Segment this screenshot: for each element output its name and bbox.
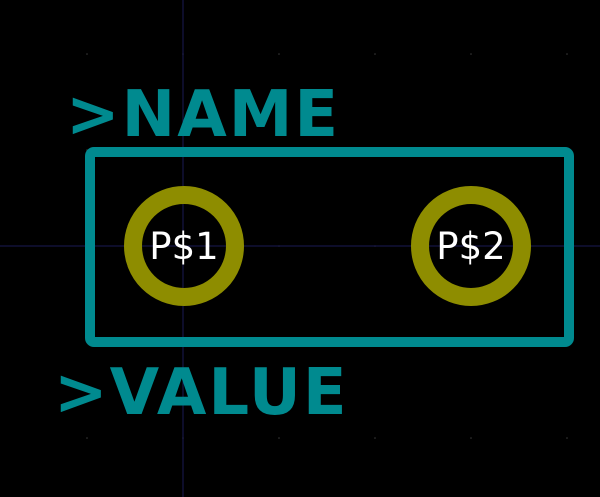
grid-dot [278, 437, 280, 439]
pad-1[interactable]: P$1 [124, 186, 244, 306]
grid-dot [374, 53, 376, 55]
footprint-outline[interactable] [85, 147, 574, 347]
grid-dot [374, 437, 376, 439]
pad-2-ring [411, 186, 531, 306]
pad-2[interactable]: P$2 [411, 186, 531, 306]
grid-dot [566, 437, 568, 439]
value-label[interactable]: >VALUE [54, 356, 349, 430]
grid-dot [470, 437, 472, 439]
grid-dot [470, 53, 472, 55]
grid-dot [86, 53, 88, 55]
name-label[interactable]: >NAME [66, 78, 340, 152]
grid-dot [566, 53, 568, 55]
pad-2-label: P$2 [436, 225, 505, 268]
pad-1-label: P$1 [149, 225, 218, 268]
pad-1-ring [124, 186, 244, 306]
grid-dot [278, 53, 280, 55]
grid-dot [86, 437, 88, 439]
